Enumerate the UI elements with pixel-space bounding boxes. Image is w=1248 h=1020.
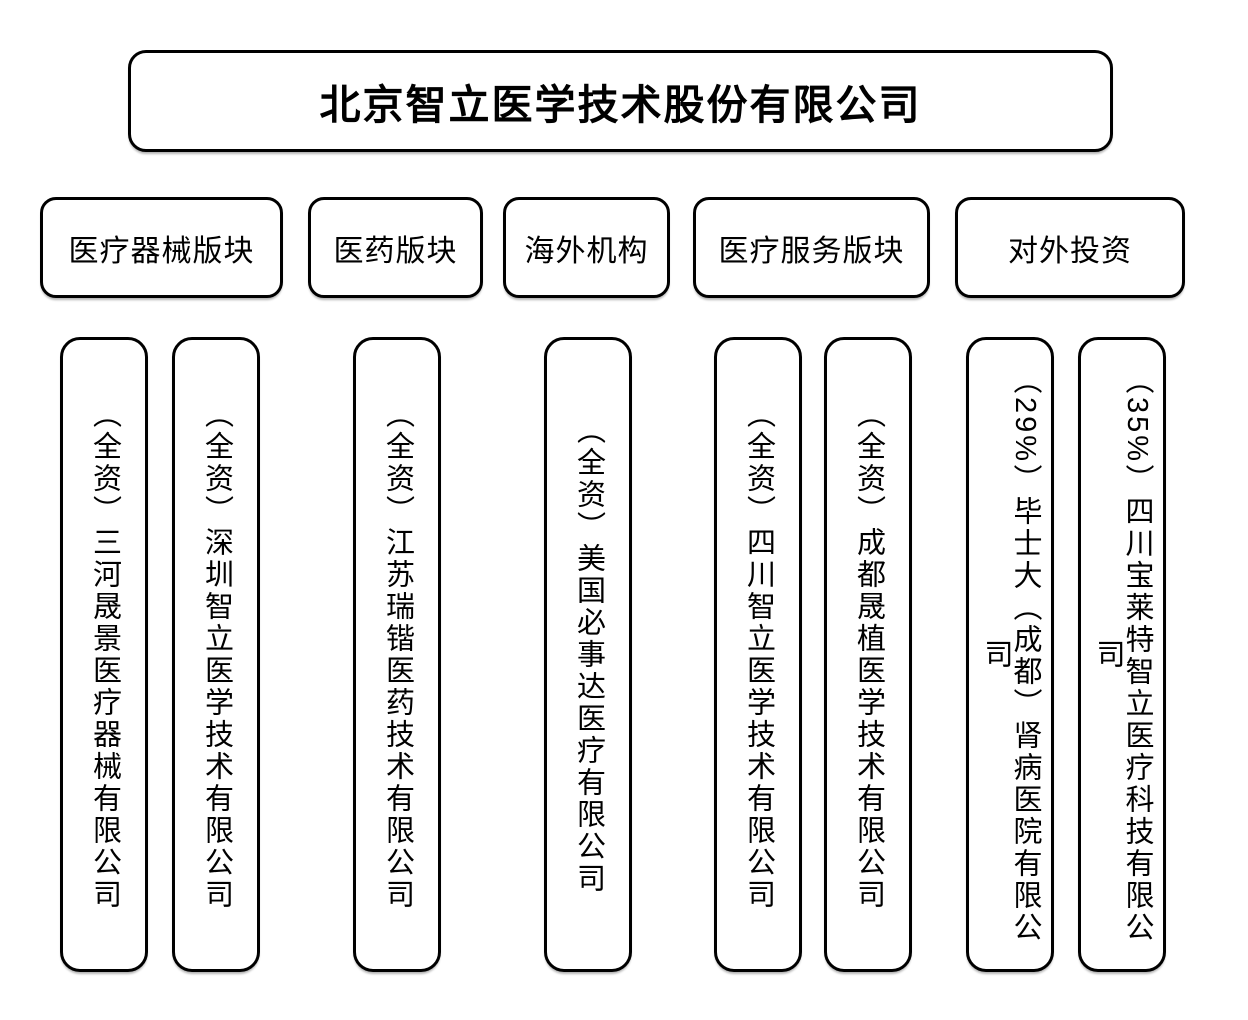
subsidiary-label-chengdu-shengzhi: （全资）成都晟植医学技术有限公司: [852, 398, 885, 911]
category-box-medical-devices: 医疗器械版块: [40, 197, 283, 298]
subsidiary-box-chengdu-shengzhi: （全资）成都晟植医学技术有限公司: [824, 337, 912, 972]
subsidiary-label-jiangsu-ruikai: （全资）江苏瑞锴医药技术有限公司: [381, 398, 414, 911]
subsidiary-box-usa-bishida: （全资）美国必事达医疗有限公司: [544, 337, 632, 972]
category-label-pharmaceutical: 医药版块: [333, 234, 458, 268]
subsidiary-box-bishida-chengdu-hospital: （29%）毕士大（成都）肾病医院有限公司: [966, 337, 1054, 972]
category-label-outbound-investment: 对外投资: [1008, 234, 1132, 268]
category-box-outbound-investment: 对外投资: [955, 197, 1185, 298]
category-label-overseas: 海外机构: [524, 234, 649, 268]
category-box-overseas: 海外机构: [503, 197, 670, 298]
category-label-medical-services: 医疗服务版块: [718, 234, 905, 268]
subsidiary-label-sichuan-zhili: （全资）四川智立医学技术有限公司: [742, 398, 775, 911]
subsidiary-label-shenzhen-zhili: （全资）深圳智立医学技术有限公司: [200, 398, 233, 911]
subsidiary-box-sanhe-shengjing: （全资）三河晟景医疗器械有限公司: [60, 337, 148, 972]
category-box-pharmaceutical: 医药版块: [308, 197, 483, 298]
subsidiary-box-shenzhen-zhili: （全资）深圳智立医学技术有限公司: [172, 337, 260, 972]
subsidiary-label-usa-bishida: （全资）美国必事达医疗有限公司: [572, 414, 605, 895]
category-label-medical-devices: 医疗器械版块: [68, 234, 255, 268]
subsidiary-label-sichuan-baolaite-zhili: （35%）四川宝莱特智立医疗科技有限公司: [1092, 364, 1153, 945]
subsidiary-box-sichuan-zhili: （全资）四川智立医学技术有限公司: [714, 337, 802, 972]
category-box-medical-services: 医疗服务版块: [693, 197, 930, 298]
subsidiary-label-bishida-chengdu-hospital: （29%）毕士大（成都）肾病医院有限公司: [980, 364, 1041, 945]
root-company-box: 北京智立医学技术股份有限公司: [128, 50, 1113, 152]
subsidiary-label-sanhe-shengjing: （全资）三河晟景医疗器械有限公司: [88, 398, 121, 911]
root-company-label: 北京智立医学技术股份有限公司: [319, 82, 922, 128]
subsidiary-box-jiangsu-ruikai: （全资）江苏瑞锴医药技术有限公司: [353, 337, 441, 972]
subsidiary-box-sichuan-baolaite-zhili: （35%）四川宝莱特智立医疗科技有限公司: [1078, 337, 1166, 972]
